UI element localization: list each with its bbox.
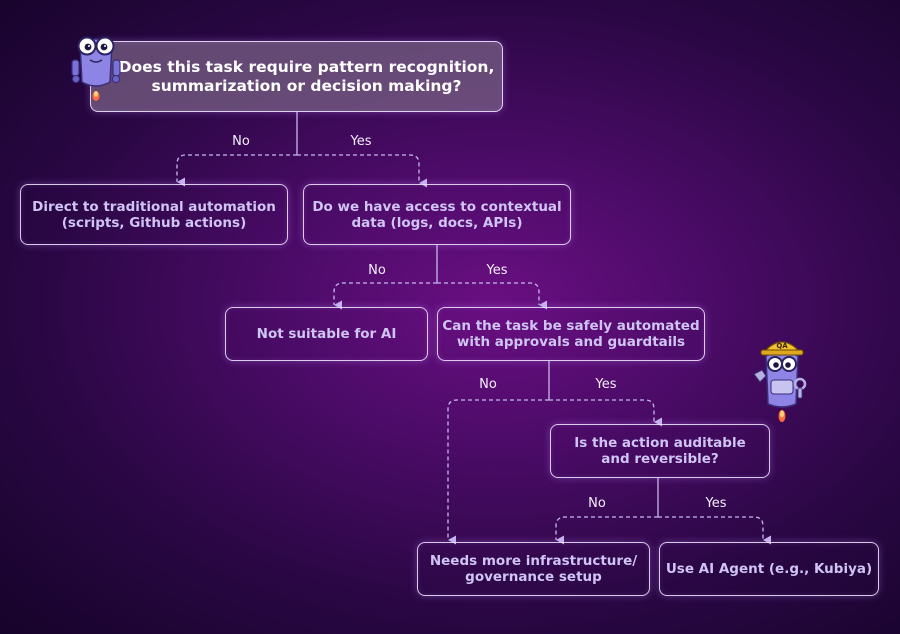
node-traditional: Direct to traditional automation (script… bbox=[20, 184, 288, 245]
label-start-no: No bbox=[232, 134, 250, 149]
helmet-badge: QA bbox=[776, 342, 788, 350]
label-auditable-no: No bbox=[588, 496, 606, 511]
edge-safe-no bbox=[447, 399, 549, 545]
node-safe: Can the task be safely automated with ap… bbox=[437, 307, 705, 361]
robot-helmet-mascot-icon: QA bbox=[753, 341, 807, 422]
edge-context-yes bbox=[437, 282, 548, 310]
label-safe-yes: Yes bbox=[595, 377, 617, 392]
label-context-yes: Yes bbox=[486, 263, 508, 278]
robot-mascot-icon bbox=[71, 36, 121, 101]
node-auditable: Is the action auditable and reversible? bbox=[550, 424, 770, 478]
edge-auditable-yes bbox=[658, 516, 772, 545]
node-agent: Use AI Agent (e.g., Kubiya) bbox=[659, 542, 879, 596]
edge-auditable-no bbox=[555, 516, 658, 545]
node-context: Do we have access to contextual data (lo… bbox=[303, 184, 571, 245]
label-start-yes: Yes bbox=[350, 134, 372, 149]
node-not-suitable: Not suitable for AI bbox=[225, 307, 428, 361]
node-start: Does this task require pattern recogniti… bbox=[90, 41, 503, 112]
edge-start-no bbox=[176, 154, 297, 187]
label-auditable-yes: Yes bbox=[705, 496, 727, 511]
label-safe-no: No bbox=[479, 377, 497, 392]
node-infra: Needs more infrastructure/ governance se… bbox=[417, 542, 650, 596]
edge-safe-yes bbox=[549, 399, 663, 427]
label-context-no: No bbox=[368, 263, 386, 278]
edge-context-no bbox=[333, 282, 437, 310]
edge-start-yes bbox=[297, 154, 428, 188]
